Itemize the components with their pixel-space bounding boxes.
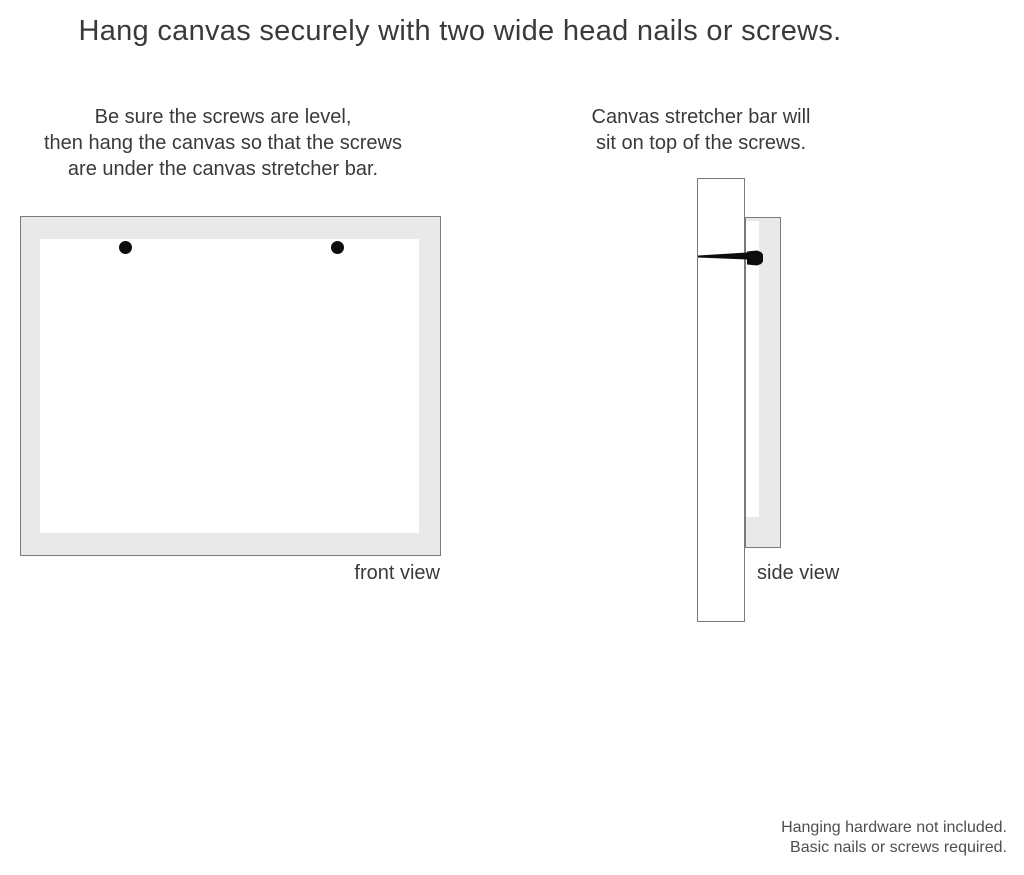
hardware-disclaimer: Hanging hardware not included. Basic nai… bbox=[727, 818, 1007, 857]
disclaimer-line: Basic nails or screws required. bbox=[790, 838, 1007, 856]
side-view-label: side view bbox=[757, 562, 840, 584]
canvas-side-panel bbox=[745, 217, 781, 548]
front-view-instruction: Be sure the screws are level, then hang … bbox=[23, 104, 423, 182]
instruction-line: Be sure the screws are level, bbox=[94, 106, 352, 128]
stretcher-bar-side bbox=[697, 178, 745, 622]
instruction-line: are under the canvas stretcher bar. bbox=[67, 158, 379, 180]
canvas-front-inner-face bbox=[40, 239, 419, 533]
screw-dot-right bbox=[331, 241, 344, 254]
page-title: Hang canvas securely with two wide head … bbox=[78, 15, 842, 47]
canvas-side-inner-face bbox=[746, 221, 759, 517]
screw-dot-left bbox=[119, 241, 132, 254]
nail-icon bbox=[698, 250, 763, 266]
canvas-front-view bbox=[20, 216, 441, 556]
instruction-line: Canvas stretcher bar will bbox=[591, 106, 811, 128]
instruction-line: sit on top of the screws. bbox=[595, 132, 807, 154]
instruction-line: then hang the canvas so that the screws bbox=[44, 132, 402, 154]
side-view-instruction: Canvas stretcher bar will sit on top of … bbox=[551, 104, 851, 156]
front-view-label: front view bbox=[354, 562, 440, 584]
disclaimer-line: Hanging hardware not included. bbox=[781, 819, 1007, 836]
